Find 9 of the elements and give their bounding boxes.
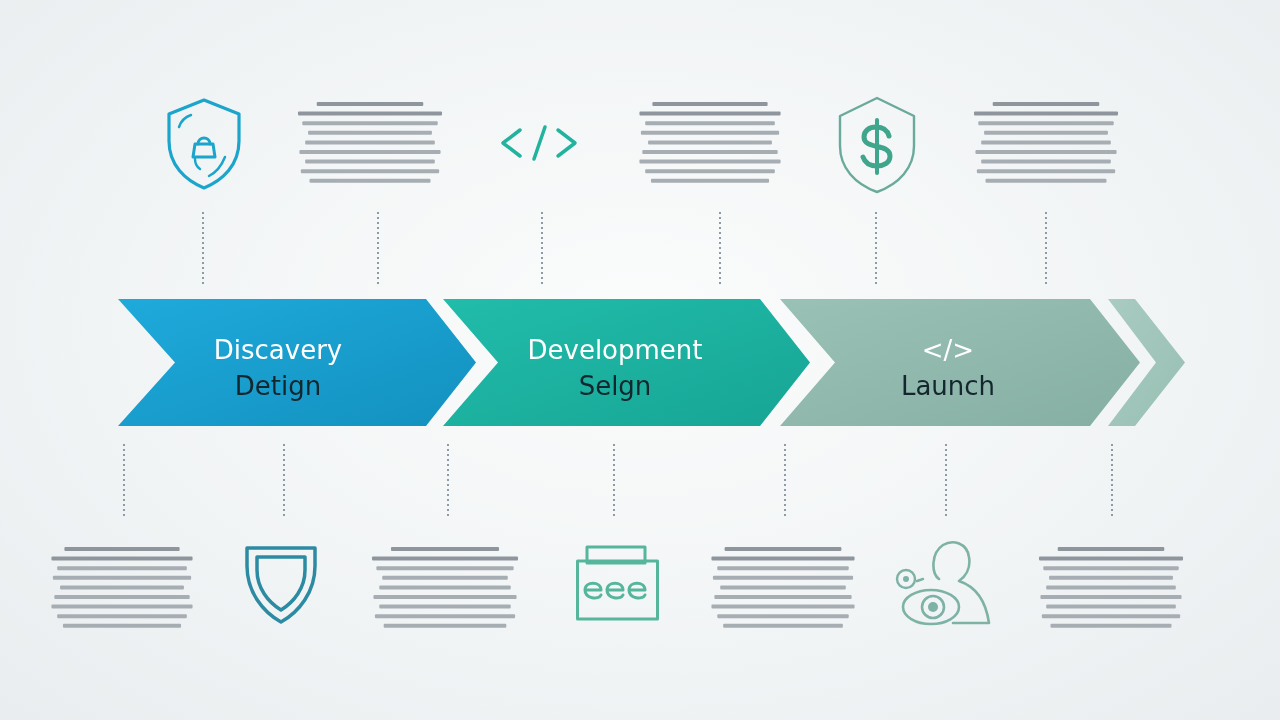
chevron-stage <box>443 299 810 426</box>
stage-title: Development <box>527 333 703 367</box>
stage-subtitle: Launch <box>900 369 996 403</box>
stage-title: Discavery <box>213 333 343 367</box>
chevron-arrow <box>1108 299 1185 426</box>
stage-subtitle: Detign <box>234 369 322 403</box>
stage-title: </> <box>921 333 975 367</box>
stage-subtitle: Selgn <box>578 369 652 403</box>
chevron-stage <box>118 299 476 426</box>
